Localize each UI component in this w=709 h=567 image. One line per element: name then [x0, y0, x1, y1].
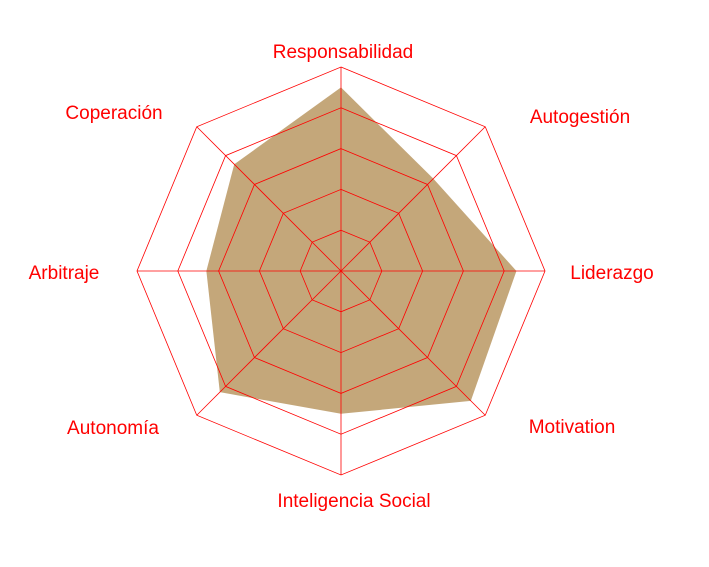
- axis-label: Arbitraje: [29, 263, 100, 284]
- axis-label: Autonomía: [67, 418, 159, 439]
- axis-label: Autogestión: [530, 107, 630, 128]
- spoke-5: [196, 270, 342, 416]
- axis-label: Coperación: [65, 103, 162, 124]
- spoke-3: [340, 270, 486, 416]
- axis-label: Inteligencia Social: [277, 491, 430, 512]
- axis-label: Motivation: [529, 417, 616, 438]
- spoke-1: [340, 126, 486, 272]
- axis-label: Liderazgo: [570, 263, 653, 284]
- spoke-7: [196, 126, 342, 272]
- axis-label: Responsabilidad: [273, 42, 414, 63]
